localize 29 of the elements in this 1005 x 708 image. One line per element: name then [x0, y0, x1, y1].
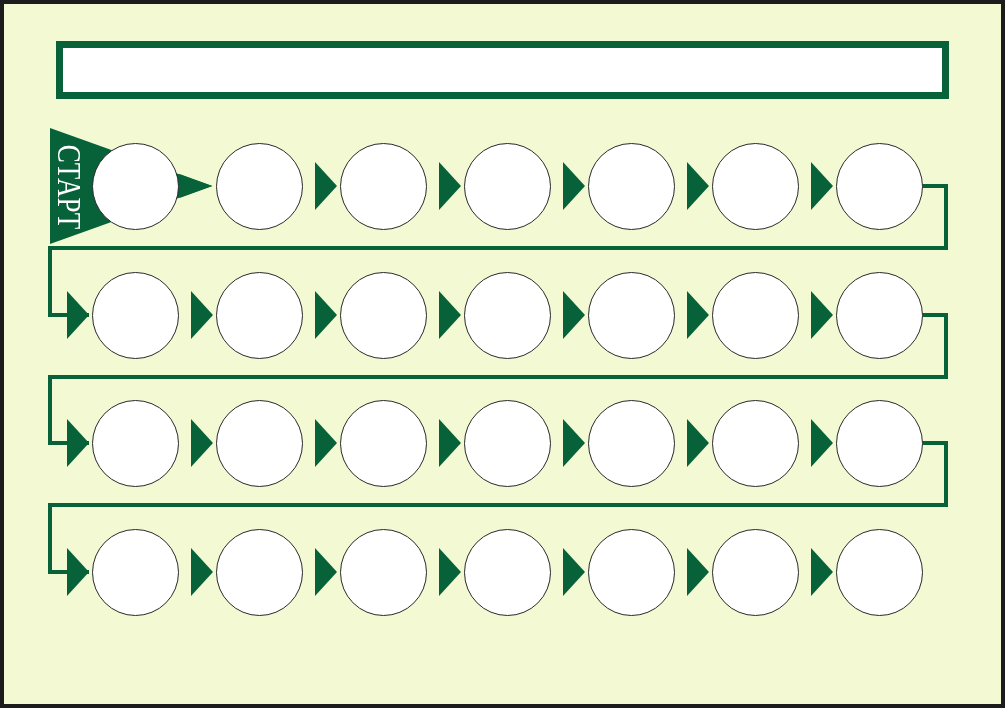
title-banner	[56, 41, 949, 99]
arrow	[563, 548, 585, 596]
connector-arrow	[48, 313, 948, 467]
arrow	[315, 162, 337, 210]
arrow	[191, 291, 213, 339]
arrow	[439, 162, 461, 210]
arrow	[563, 291, 585, 339]
arrow	[811, 291, 833, 339]
arrow	[315, 548, 337, 596]
arrow	[811, 419, 833, 467]
arrow	[687, 548, 709, 596]
arrow	[811, 162, 833, 210]
arrow	[439, 291, 461, 339]
arrow	[811, 548, 833, 596]
arrow	[191, 548, 213, 596]
start-label: СТАРТ	[52, 144, 86, 230]
arrow	[687, 419, 709, 467]
arrow	[439, 548, 461, 596]
connector-arrow	[48, 184, 948, 339]
arrow	[687, 162, 709, 210]
arrow	[315, 419, 337, 467]
arrow	[179, 174, 213, 198]
arrow	[687, 291, 709, 339]
arrow	[563, 162, 585, 210]
arrow	[439, 419, 461, 467]
arrow	[563, 419, 585, 467]
connector-arrow	[48, 441, 948, 596]
arrow	[315, 291, 337, 339]
arrow	[191, 419, 213, 467]
